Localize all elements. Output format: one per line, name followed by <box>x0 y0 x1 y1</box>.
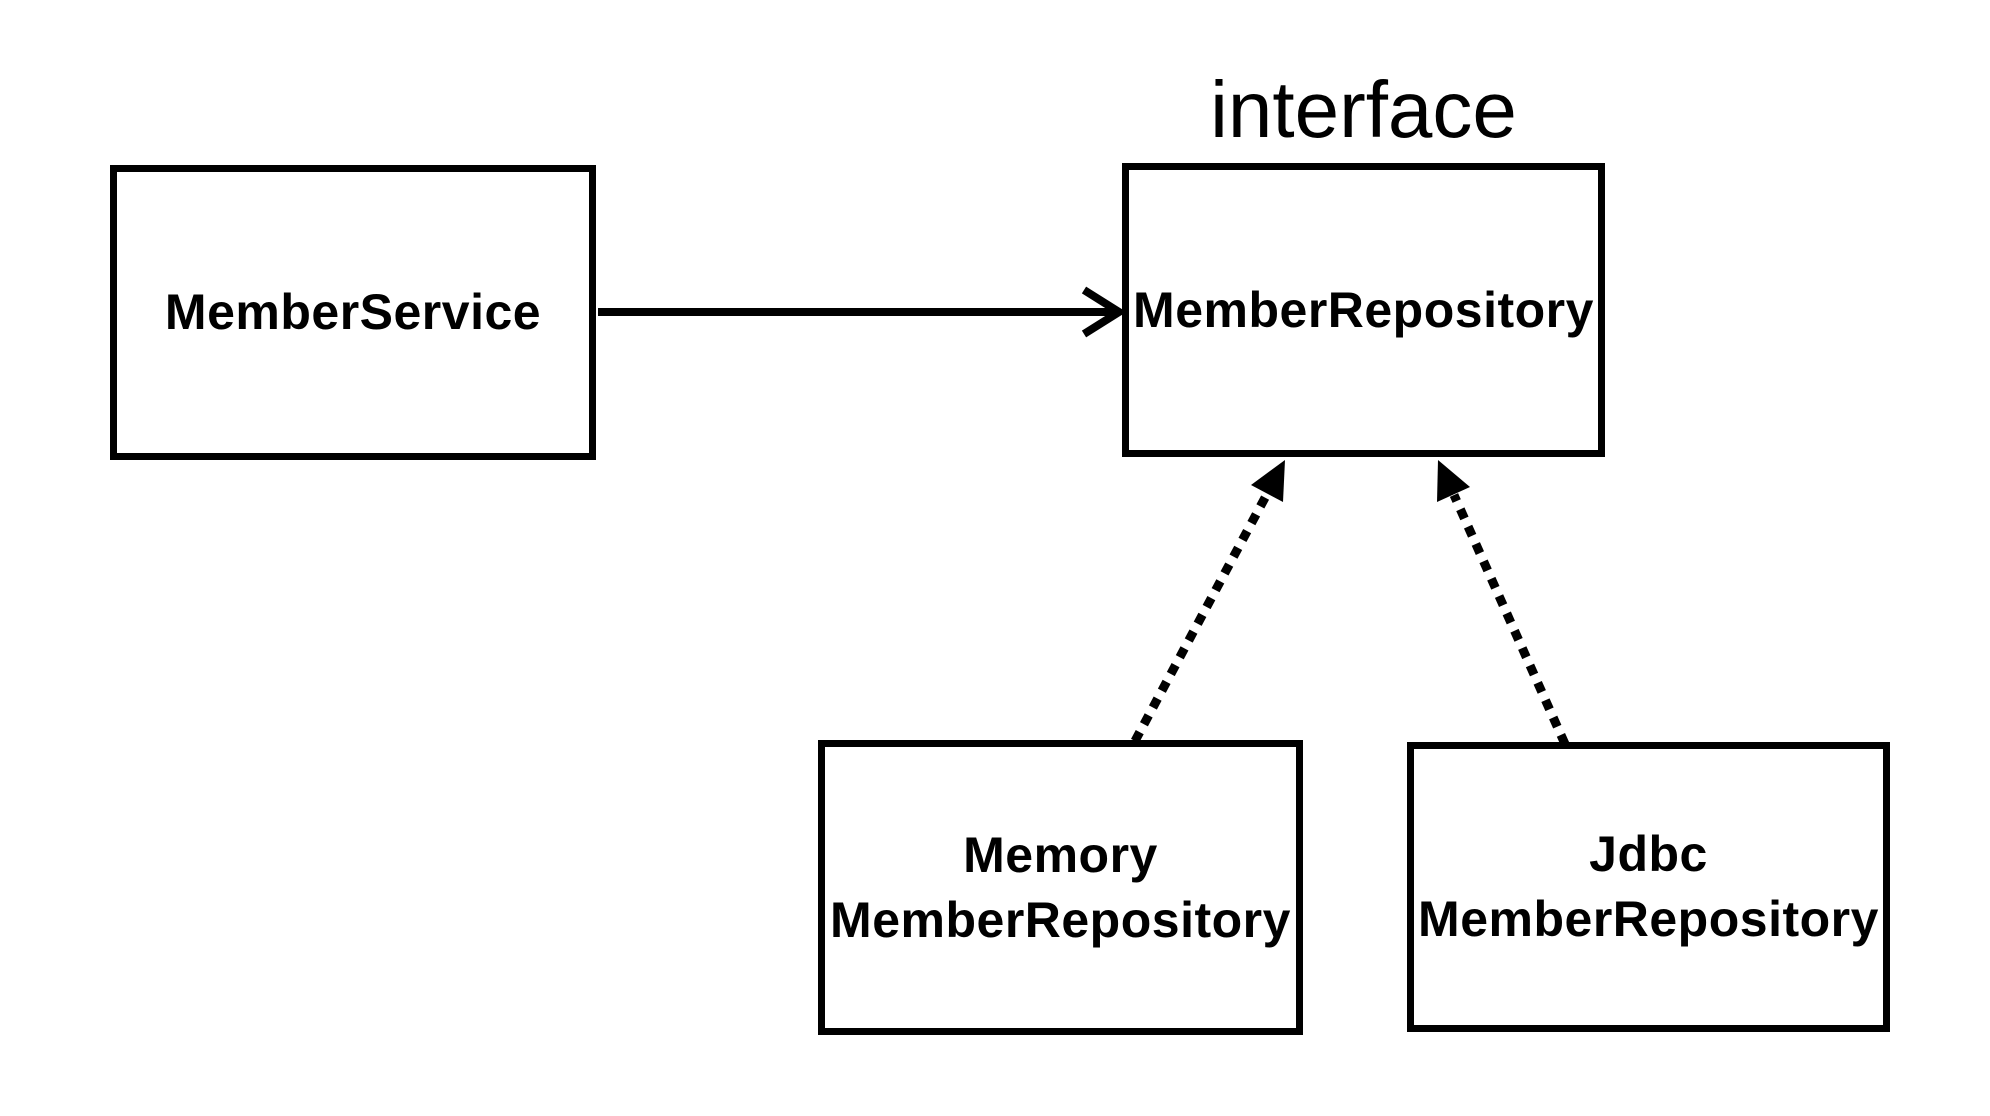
jdbc-implements-line <box>1449 493 1570 746</box>
jdbc-implements-arrowhead-icon <box>1437 460 1470 502</box>
node-member-repository-label: MemberRepository <box>1133 281 1594 338</box>
memory-implements-line <box>1131 491 1271 744</box>
node-jdbc-label-line1: Jdbc <box>1589 826 1708 882</box>
node-member-repository: MemberRepository <box>1122 163 1605 457</box>
node-member-service-label: MemberService <box>164 284 542 340</box>
node-memory-member-repository: Memory MemberRepository <box>818 740 1303 1035</box>
node-member-service: MemberService <box>110 165 596 460</box>
node-jdbc-label-line2: MemberRepository <box>1418 891 1879 947</box>
node-memory-label-line2: MemberRepository <box>830 891 1291 948</box>
node-memory-label-line1: Memory <box>963 826 1158 883</box>
memory-implements-arrowhead-icon <box>1251 460 1285 502</box>
interface-stereotype-label: interface <box>1210 65 1517 154</box>
node-jdbc-member-repository: Jdbc MemberRepository <box>1407 742 1890 1032</box>
dependency-arrowhead-icon <box>1081 286 1127 338</box>
